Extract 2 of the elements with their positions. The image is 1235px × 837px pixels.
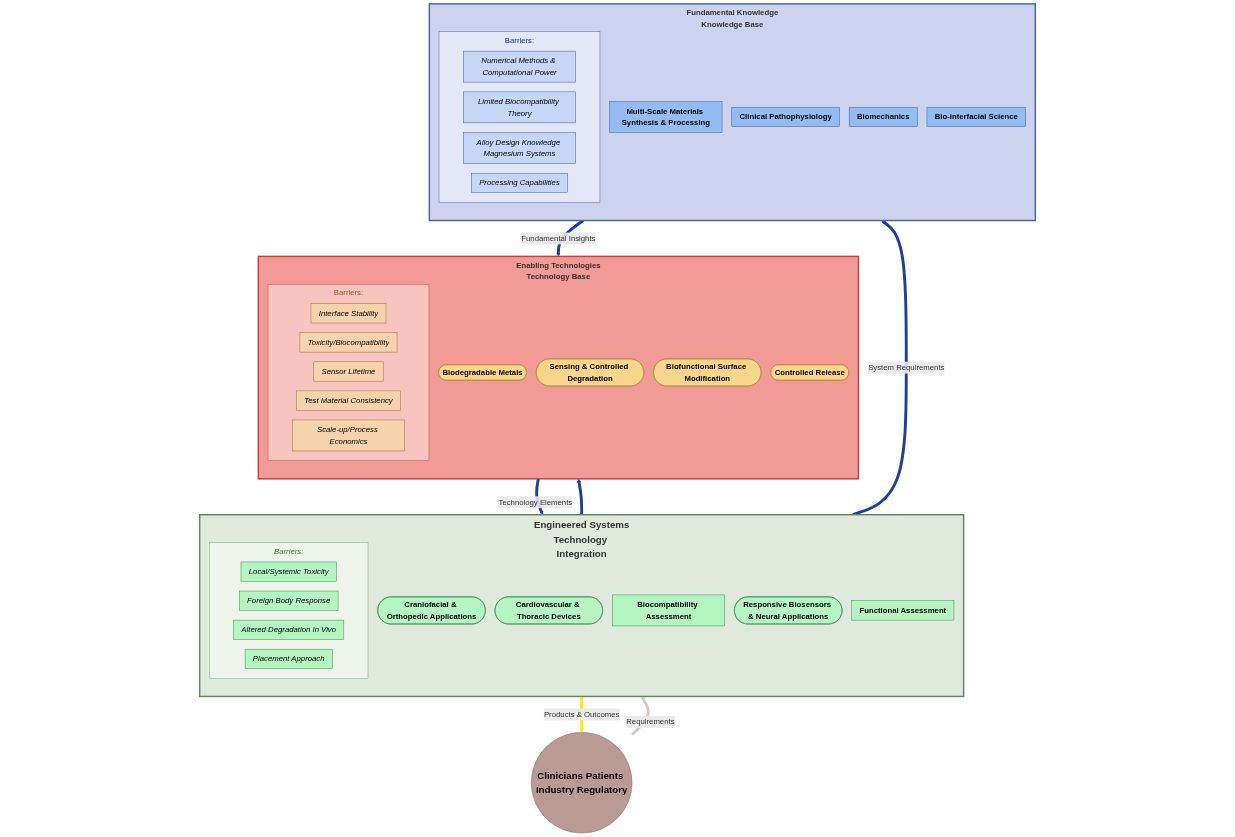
node-circle: Clinicians Patients Industry Regulatory [531,732,633,834]
arrow [577,478,584,515]
